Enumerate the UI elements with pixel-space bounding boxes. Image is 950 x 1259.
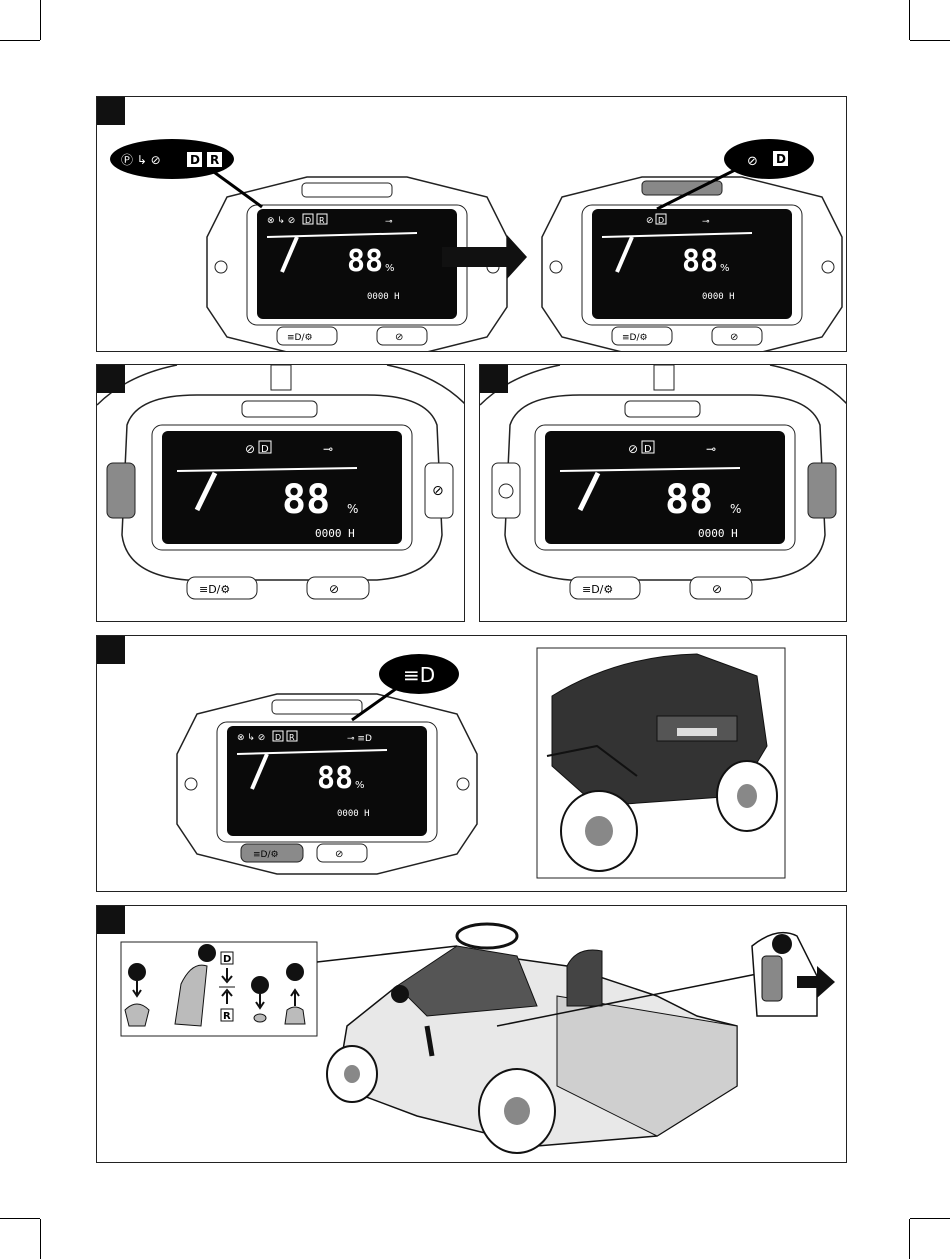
svg-text:⊘: ⊘ bbox=[329, 582, 339, 596]
dashboard-right: ⊘ D ⊸ 88 % 0000 H ≡D/⚙ ⊘ bbox=[542, 177, 842, 352]
svg-text:R: R bbox=[223, 1011, 231, 1022]
callout-icons-row: Ⓟ ↳ ⊘ bbox=[121, 153, 161, 167]
key-icon: ⊸ bbox=[385, 217, 393, 227]
svg-text:D: D bbox=[275, 733, 281, 742]
svg-text:R: R bbox=[289, 733, 295, 742]
svg-text:⊗ ↳ ⊘: ⊗ ↳ ⊘ bbox=[237, 733, 265, 743]
svg-text:≡D/⚙: ≡D/⚙ bbox=[582, 583, 613, 596]
svg-text:88: 88 bbox=[347, 244, 383, 279]
svg-text:%: % bbox=[385, 263, 395, 274]
svg-text:⊸: ⊸ bbox=[323, 442, 333, 456]
svg-text:D: D bbox=[776, 152, 786, 166]
svg-text:0000 H: 0000 H bbox=[337, 809, 370, 819]
svg-text:%: % bbox=[355, 780, 365, 791]
svg-text:88: 88 bbox=[682, 244, 718, 279]
panel-2-illustration: ⊘ D ⊸ 88 % 0000 H ⊘ ≡D/⚙ ⊘ bbox=[97, 365, 465, 622]
svg-text:R: R bbox=[210, 153, 219, 167]
panel-right-button: ⊘ D ⊸ 88 % 0000 H ≡D/⚙ ⊘ bbox=[479, 364, 847, 622]
svg-text:D: D bbox=[658, 216, 664, 225]
panel-gear-pedals: D R bbox=[96, 905, 847, 1163]
svg-text:0000 H: 0000 H bbox=[315, 527, 355, 540]
tractor-rear-illustration bbox=[327, 924, 737, 1153]
lcd-status-icons: ⊗ ↳ ⊘ bbox=[267, 216, 295, 226]
callout-drive-mode bbox=[724, 139, 814, 179]
svg-text:88: 88 bbox=[665, 477, 713, 523]
svg-text:⊸ ≡D: ⊸ ≡D bbox=[347, 734, 372, 744]
svg-text:%: % bbox=[720, 263, 730, 274]
svg-text:88: 88 bbox=[317, 761, 353, 796]
panel-number-tab bbox=[97, 906, 125, 934]
svg-text:≡D/⚙: ≡D/⚙ bbox=[622, 333, 648, 343]
panel-4-illustration: ⊗ ↳ ⊘ D R ⊸ ≡D 88 % 0000 H ≡D/⚙ ⊘ ≡D bbox=[97, 636, 847, 892]
svg-text:%: % bbox=[347, 502, 358, 516]
panel-number-tab bbox=[480, 365, 508, 393]
panel-left-button: ⊘ D ⊸ 88 % 0000 H ⊘ ≡D/⚙ ⊘ bbox=[96, 364, 465, 622]
svg-text:0000 H: 0000 H bbox=[367, 292, 400, 302]
panel-5-illustration: D R bbox=[97, 906, 847, 1163]
svg-text:%: % bbox=[730, 502, 741, 516]
svg-text:D: D bbox=[223, 954, 231, 965]
svg-text:≡D/⚙: ≡D/⚙ bbox=[287, 333, 313, 343]
svg-text:D: D bbox=[305, 216, 311, 225]
right-side-button-pressed bbox=[808, 463, 836, 518]
left-side-button-pressed bbox=[107, 463, 135, 518]
svg-text:⊘: ⊘ bbox=[395, 332, 403, 343]
svg-text:≡D/⚙: ≡D/⚙ bbox=[199, 583, 230, 596]
svg-text:D: D bbox=[644, 444, 652, 455]
svg-text:⊘: ⊘ bbox=[712, 582, 722, 596]
panel-headlight: ⊗ ↳ ⊘ D R ⊸ ≡D 88 % 0000 H ≡D/⚙ ⊘ ≡D bbox=[96, 635, 847, 892]
svg-text:⊘: ⊘ bbox=[730, 332, 738, 343]
panel-3-illustration: ⊘ D ⊸ 88 % 0000 H ≡D/⚙ ⊘ bbox=[480, 365, 847, 622]
svg-text:⊸: ⊸ bbox=[702, 217, 710, 227]
panel-number-tab bbox=[97, 365, 125, 393]
panel-number-tab bbox=[97, 636, 125, 664]
panel-display-modes: ⊗ ↳ ⊘ D R ⊸ 88 % 0000 H ≡D/⚙ ⊘ Ⓟ ↳ ⊘ D R bbox=[96, 96, 847, 352]
svg-text:0000 H: 0000 H bbox=[698, 527, 738, 540]
svg-text:0000 H: 0000 H bbox=[702, 292, 735, 302]
svg-text:⊘: ⊘ bbox=[335, 849, 343, 860]
svg-text:⊘: ⊘ bbox=[245, 442, 255, 456]
svg-text:88: 88 bbox=[282, 477, 330, 523]
panel-number-tab bbox=[97, 97, 125, 125]
svg-text:≡D: ≡D bbox=[403, 663, 435, 687]
svg-text:D: D bbox=[261, 444, 269, 455]
svg-text:⊘: ⊘ bbox=[646, 216, 654, 226]
svg-text:⊘: ⊘ bbox=[747, 154, 758, 169]
panel-1-illustration: ⊗ ↳ ⊘ D R ⊸ 88 % 0000 H ≡D/⚙ ⊘ Ⓟ ↳ ⊘ D R bbox=[97, 97, 847, 352]
svg-text:R: R bbox=[319, 216, 325, 225]
svg-text:⊸: ⊸ bbox=[706, 442, 716, 456]
pedal-closeup bbox=[752, 933, 835, 1016]
svg-text:⊘: ⊘ bbox=[432, 483, 444, 499]
pedal-inset: D R bbox=[121, 942, 317, 1036]
svg-text:≡D/⚙: ≡D/⚙ bbox=[253, 850, 279, 860]
svg-text:⊘: ⊘ bbox=[628, 442, 638, 456]
tractor-front-illustration bbox=[537, 648, 785, 878]
svg-text:D: D bbox=[190, 153, 200, 167]
